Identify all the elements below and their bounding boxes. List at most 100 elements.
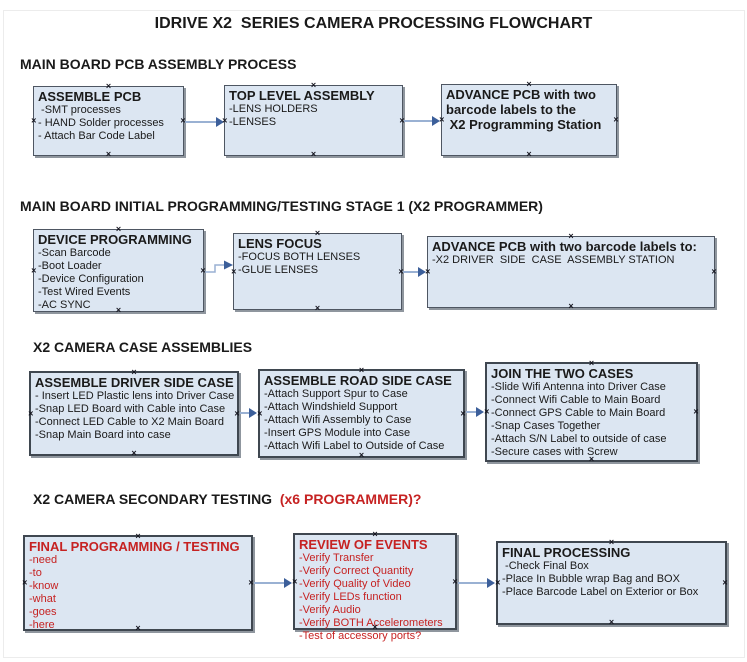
connection-point-icon: × (28, 408, 34, 418)
flow-box-top-level-assembly: ×××× TOP LEVEL ASSEMBLY -LENS HOLDERS -L… (222, 81, 405, 160)
box-item: -X2 DRIVER SIDE CASE ASSEMBLY STATION (432, 254, 675, 266)
section-heading-secondary-testing: X2 CAMERA SECONDARY TESTING (x6 PROGRAMM… (33, 491, 421, 507)
box-title: JOIN THE TWO CASES (491, 366, 634, 381)
box-title: ASSEMBLE PCB (38, 89, 142, 104)
box-item: -Attach Windshield Support (264, 401, 398, 413)
arrow-head-icon (432, 116, 440, 126)
connection-point-icon: × (131, 448, 137, 459)
arrow-line (254, 582, 285, 584)
flow-box-assemble-pcb: × × × × ASSEMBLE PCB -SMT processes - HAND … (31, 82, 186, 160)
connection-point-icon: × (711, 266, 717, 277)
connection-point-icon: × (31, 115, 37, 126)
box-item: - Insert LED Plastic lens into Driver Ca… (35, 390, 235, 402)
flow-box-device-programming: ×××× DEVICE PROGRAMMING -Scan Barcode -B… (31, 225, 206, 316)
connection-point-icon: × (588, 358, 595, 369)
arrow-line (458, 582, 488, 584)
box-title: ASSEMBLE DRIVER SIDE CASE (35, 375, 234, 390)
connection-point-icon: × (495, 577, 501, 588)
connection-point-icon: × (115, 305, 122, 316)
flow-box-lens-focus: × × × × LENS FOCUS -FOCUS BOTH LENSES -GLUE… (231, 229, 404, 314)
box-item: -Connect LED Cable to X2 Main Board (35, 416, 224, 428)
connection-point-icon: × (608, 537, 615, 548)
box-item: -Attach Wifi Assembly to Case (264, 414, 412, 426)
arrow-head-icon (216, 117, 224, 127)
connection-point-icon: × (314, 303, 321, 314)
flow-box-review-of-events: ×××× REVIEW OF EVENTS -Verify Transfer -… (292, 530, 458, 642)
box-item: -LENSES (229, 116, 277, 128)
connector-arrow (466, 407, 484, 417)
box-title: ADVANCE PCB with two barcode labels to: (432, 239, 697, 254)
box-item: -here (29, 619, 55, 631)
connection-point-icon: × (231, 266, 237, 276)
connection-point-icon: × (22, 577, 28, 588)
connection-point-icon: × (399, 115, 405, 125)
connection-point-icon: × (460, 408, 466, 418)
connection-point-icon: × (358, 365, 365, 376)
box-title: DEVICE PROGRAMMING (38, 232, 192, 247)
connection-point-icon: × (588, 454, 595, 465)
connection-point-icon: × (105, 149, 112, 160)
arrow-head-icon (249, 408, 257, 418)
box-title: ASSEMBLE ROAD SIDE CASE (264, 373, 452, 388)
arrow-head-icon (476, 407, 484, 417)
arrow-head-icon (487, 578, 495, 588)
box-item: -Verify Correct Quantity (299, 565, 414, 577)
box-title: FINAL PROCESSING (502, 545, 631, 560)
box-title: ADVANCE PCB with two barcode labels to t… (446, 87, 602, 132)
connection-point-icon: × (314, 228, 321, 239)
box-item: -Verify BOTH Accelerometers (299, 617, 443, 629)
connection-point-icon: × (310, 149, 317, 160)
connection-point-icon: × (358, 450, 365, 461)
box-item: -Slide Wifi Antenna into Driver Case (491, 381, 666, 393)
connection-point-icon: × (248, 577, 254, 588)
box-item: -Verify Audio (299, 604, 361, 616)
box-item: -goes (29, 606, 57, 618)
arrow-line (185, 121, 217, 123)
connection-point-icon: × (398, 266, 404, 276)
connector-arrow (458, 578, 495, 588)
section-heading-black-part: X2 CAMERA SECONDARY TESTING (33, 491, 273, 507)
flow-box-advance-pcb-programming-station: ×××× ADVANCE PCB with two barcode labels… (439, 80, 619, 160)
box-item: -FOCUS BOTH LENSES (238, 251, 361, 263)
box-title: FINAL PROGRAMMING / TESTING (29, 539, 240, 554)
box-item: -Place In Bubble wrap Bag and BOX (502, 573, 680, 585)
connection-point-icon: × (722, 577, 728, 588)
box-item: -Scan Barcode (38, 247, 111, 259)
box-item: -GLUE LENSES (238, 264, 319, 276)
box-item: -AC SYNC (38, 299, 91, 311)
connection-point-icon: × (439, 114, 445, 125)
connection-point-icon: × (372, 622, 378, 633)
connection-point-icon: × (568, 231, 574, 242)
connection-point-icon: × (484, 406, 490, 417)
section-heading-red-part: (x6 PROGRAMMER)? (272, 491, 422, 507)
box-title: LENS FOCUS (238, 236, 322, 251)
box-item: -SMT processes (38, 104, 121, 116)
box-item: -Snap Cases Together (491, 420, 601, 432)
box-item: -Device Configuration (38, 273, 144, 285)
box-item: -Boot Loader (38, 260, 102, 272)
connection-point-icon: × (526, 149, 532, 160)
box-item: -what (29, 593, 56, 605)
box-item: -Verify LEDs function (299, 591, 402, 603)
connection-point-icon: × (310, 80, 317, 91)
connector-elbow-arrow (205, 260, 233, 273)
connection-point-icon: × (180, 115, 186, 126)
box-item: -Verify Quality of Video (299, 578, 411, 590)
box-item: - HAND Solder processes (38, 117, 164, 129)
connection-point-icon: × (222, 115, 228, 125)
arrow-line (240, 412, 250, 414)
arrow-line (403, 271, 419, 273)
box-item: -to (29, 567, 42, 579)
page-title: IDRIVE X2 SERIES CAMERA PROCESSING FLOWC… (154, 15, 593, 32)
flow-box-final-processing: × × × × FINAL PROCESSING -Check Final Box -… (495, 537, 728, 628)
connector-arrow (254, 578, 292, 588)
box-item: -Check Final Box (502, 560, 589, 572)
connection-point-icon: × (115, 224, 122, 235)
connector-arrow (404, 116, 440, 126)
connection-point-icon: × (608, 617, 615, 628)
connection-point-icon: × (135, 623, 141, 634)
connection-point-icon: × (105, 81, 112, 92)
box-item: -LENS HOLDERS (229, 103, 318, 115)
arrow-head-icon (284, 578, 292, 588)
